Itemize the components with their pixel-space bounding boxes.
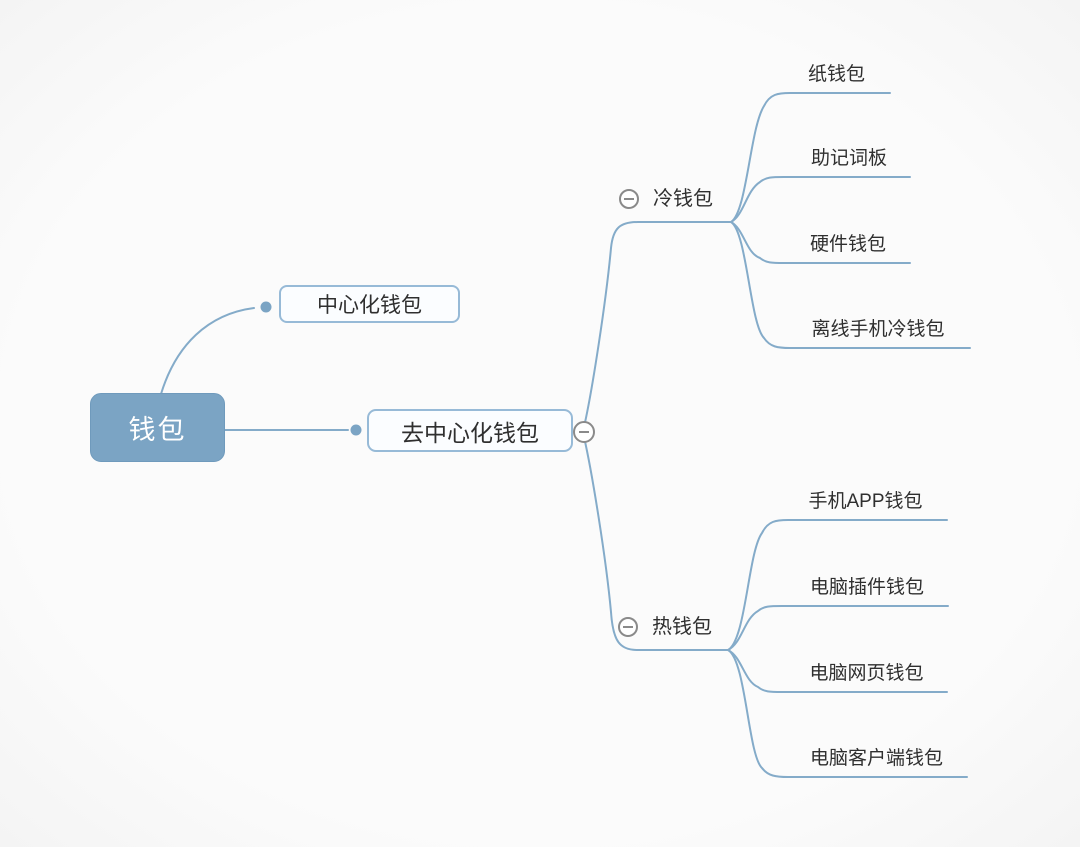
node-root-wallet[interactable]: 钱包 [90,393,225,462]
edge-hot-plugin [727,605,949,651]
minus-bar [579,431,589,433]
collapse-minus-icon[interactable] [619,189,639,209]
node-paper-wallet[interactable]: 纸钱包 [807,64,865,85]
edge-cold-paper [730,92,891,223]
connection-dot [260,301,272,313]
node-pc-web-wallet[interactable]: 电脑网页钱包 [809,663,924,684]
edge-hot-client [727,649,968,778]
collapse-minus-icon[interactable] [618,617,638,637]
edge-decentralized-cold [583,221,732,428]
node-hardware-wallet[interactable]: 硬件钱包 [809,234,886,255]
node-centralized-wallet[interactable]: 中心化钱包 [279,285,460,323]
edge-hot-phoneapp [727,519,948,651]
node-mnemonic-board[interactable]: 助记词板 [810,148,887,169]
node-cold-wallet[interactable]: 冷钱包 [653,188,713,210]
edge-decentralized-hot [583,436,729,651]
minus-bar [623,626,633,628]
connection-dot [350,424,362,436]
node-decentralized-wallet[interactable]: 去中心化钱包 [367,409,573,452]
edge-cold-offlinephone [730,221,971,349]
collapse-minus-icon[interactable] [573,421,595,443]
node-phone-app-wallet[interactable]: 手机APP钱包 [808,491,923,512]
edge-cold-hardware [730,221,911,264]
edge-hot-webpage [727,649,948,693]
node-pc-plugin-wallet[interactable]: 电脑插件钱包 [809,577,924,598]
edge-root-centralized [160,307,255,395]
edge-cold-mnemonic [730,176,911,223]
minus-bar [624,198,634,200]
node-offline-phone-cold-wallet[interactable]: 离线手机冷钱包 [811,319,945,340]
node-hot-wallet[interactable]: 热钱包 [652,616,712,638]
node-pc-client-wallet[interactable]: 电脑客户端钱包 [809,748,943,769]
